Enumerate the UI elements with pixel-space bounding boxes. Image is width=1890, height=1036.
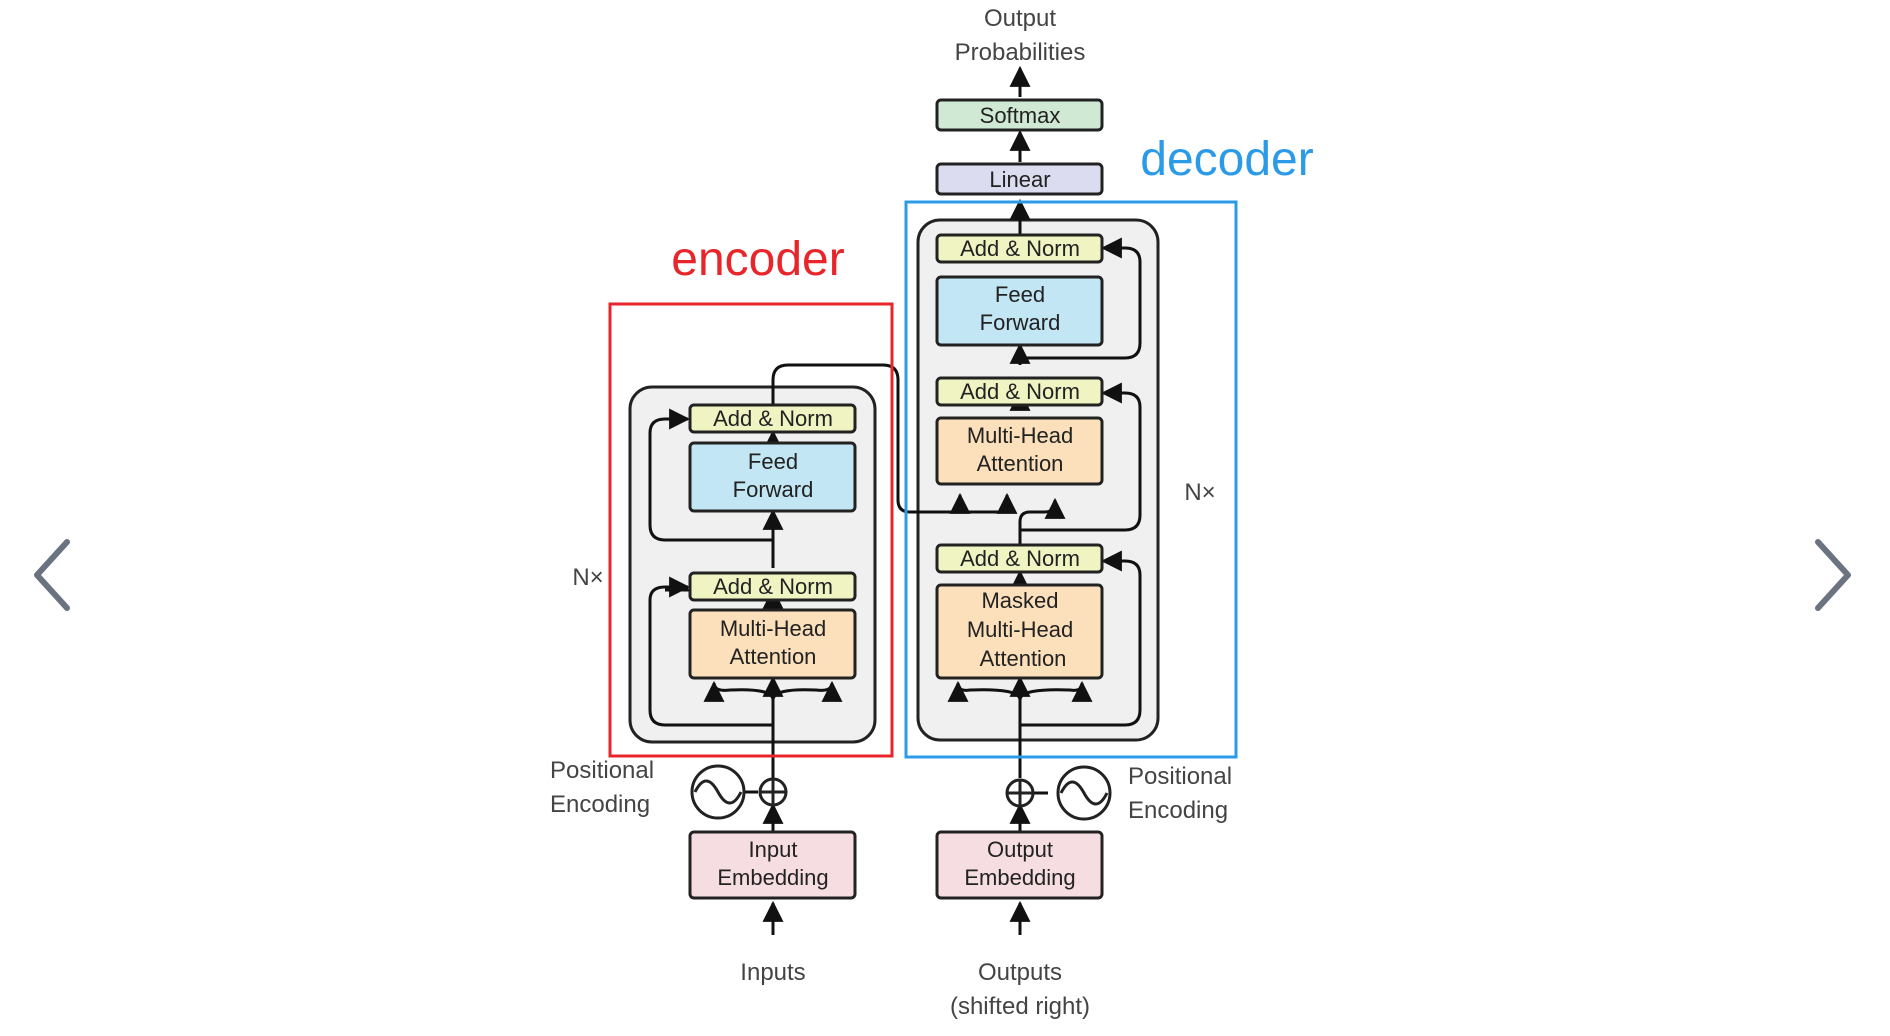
decoder-output-embedding: Output Embedding: [935, 830, 1104, 900]
svg-text:Attention: Attention: [977, 451, 1064, 476]
svg-text:Feed: Feed: [995, 282, 1045, 307]
decoder-repeat-label: N×: [1184, 479, 1215, 506]
encoder-input-embedding: Input Embedding: [688, 830, 857, 900]
decoder-positional-label-2: Encoding: [1128, 797, 1228, 824]
encoder-positional-label: Positional: [550, 757, 654, 784]
svg-text:Embedding: Embedding: [964, 865, 1075, 890]
svg-text:Multi-Head: Multi-Head: [967, 617, 1073, 642]
svg-text:Embedding: Embedding: [717, 865, 828, 890]
next-button[interactable]: [1800, 520, 1870, 630]
svg-text:Feed: Feed: [748, 449, 798, 474]
encoder-add-norm-top: Add & Norm: [688, 403, 857, 434]
decoder-annotation-label: decoder: [1140, 133, 1313, 186]
decoder-add-norm-middle: Add & Norm: [935, 376, 1104, 407]
svg-text:Forward: Forward: [733, 477, 814, 502]
svg-text:Attention: Attention: [730, 644, 817, 669]
svg-text:Output: Output: [987, 837, 1053, 862]
encoder-feed-forward: Feed Forward: [688, 441, 857, 513]
svg-text:Masked: Masked: [981, 588, 1058, 613]
decoder-add-norm-bottom: Add & Norm: [935, 543, 1104, 574]
softmax-box: Softmax: [935, 98, 1104, 132]
svg-text:Forward: Forward: [980, 310, 1061, 335]
connectors: [648, 65, 1142, 935]
output-probabilities-label: Output: [984, 5, 1056, 32]
decoder-feed-forward: Feed Forward: [935, 275, 1104, 347]
decoder-highlight-box: [904, 200, 1238, 759]
decoder-masked-multi-head-attention: Masked Multi-Head Attention: [935, 583, 1104, 680]
svg-text:Multi-Head: Multi-Head: [720, 616, 826, 641]
svg-text:Add & Norm: Add & Norm: [713, 574, 833, 599]
decoder-add-norm-top: Add & Norm: [935, 233, 1104, 264]
svg-text:Softmax: Softmax: [980, 103, 1061, 128]
svg-text:Multi-Head: Multi-Head: [967, 423, 1073, 448]
linear-box: Linear: [935, 162, 1104, 196]
svg-text:Attention: Attention: [980, 646, 1067, 671]
svg-text:Add & Norm: Add & Norm: [960, 379, 1080, 404]
decoder-outputs-label: Outputs: [978, 959, 1062, 986]
decoder-multi-head-attention: Multi-Head Attention: [935, 416, 1104, 486]
decoder-outputs-label-2: (shifted right): [950, 993, 1090, 1020]
encoder-repeat-label: N×: [572, 564, 603, 591]
chevron-left-icon: [34, 539, 70, 611]
svg-text:Input: Input: [749, 837, 798, 862]
decoder-positional-encoding-icon: [1005, 765, 1112, 821]
previous-button[interactable]: [15, 520, 85, 630]
svg-text:Linear: Linear: [989, 167, 1050, 192]
svg-text:Add & Norm: Add & Norm: [713, 406, 833, 431]
svg-text:Add & Norm: Add & Norm: [960, 236, 1080, 261]
output-probabilities-label-2: Probabilities: [955, 39, 1086, 66]
encoder-positional-encoding-icon: [690, 764, 788, 820]
encoder-positional-label-2: Encoding: [550, 791, 650, 818]
encoder-multi-head-attention: Multi-Head Attention: [688, 608, 857, 680]
encoder-highlight-box: [608, 302, 894, 758]
chevron-right-icon: [1815, 539, 1851, 611]
decoder-positional-label: Positional: [1128, 763, 1232, 790]
encoder-inputs-label: Inputs: [740, 959, 805, 986]
encoder-annotation-label: encoder: [671, 233, 844, 286]
encoder-add-norm-bottom: Add & Norm: [688, 571, 857, 602]
svg-text:Add & Norm: Add & Norm: [960, 546, 1080, 571]
